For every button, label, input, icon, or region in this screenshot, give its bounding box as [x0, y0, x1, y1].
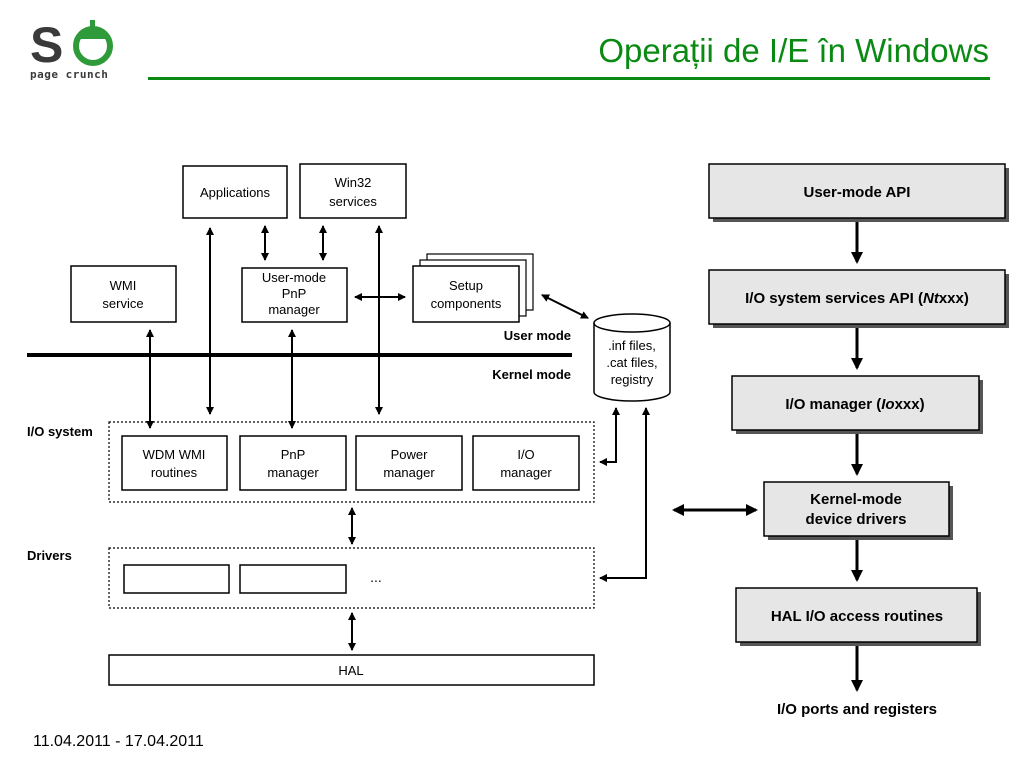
left-arrows [146, 225, 650, 651]
driver-slot-2 [239, 564, 347, 594]
arrow-drivers-inf [599, 407, 650, 582]
usermode-pnp-box: User-mode PnP manager [241, 267, 348, 323]
kernel-drivers-box [763, 481, 950, 537]
io-system-container [108, 421, 595, 503]
wdm-wmi-box: WDM WMI routines [121, 435, 228, 491]
usermode-pnp-line1: User-mode [262, 270, 326, 285]
setup-components-line1: Setup [449, 278, 483, 293]
inf-store-line3: registry [611, 372, 654, 387]
user-mode-label: User mode [504, 328, 571, 343]
setup-components-stack: Setup components [412, 253, 534, 323]
ports-registers-label: I/O ports and registers [777, 701, 937, 718]
power-manager-line2: manager [383, 465, 435, 480]
kernel-drivers-line1: Kernel-mode [810, 491, 902, 508]
hal-box: HAL [108, 654, 595, 686]
hal-routines-label: HAL I/O access routines [771, 608, 943, 625]
io-manager-api-box [731, 375, 980, 431]
setup-components-line2: components [431, 296, 502, 311]
arrow-setup-inf [541, 294, 589, 319]
wmi-service-line2: service [102, 296, 143, 311]
pnp-manager-line2: manager [267, 465, 319, 480]
driver-slot-1 [123, 564, 230, 594]
inf-store-line2: .cat files, [606, 355, 657, 370]
wmi-service-box: WMI service [70, 265, 177, 323]
arrow-io-inf [599, 407, 620, 466]
user-mode-api-label: User-mode API [804, 184, 911, 201]
io-system-label: I/O system [27, 424, 93, 439]
applications-label: Applications [200, 185, 271, 200]
page-title: Operații de I/E în Windows [598, 32, 989, 69]
win32-services-line1: Win32 [335, 175, 372, 190]
power-manager-line1: Power [391, 447, 429, 462]
io-manager-line2: manager [500, 465, 552, 480]
footer-date: 11.04.2011 - 17.04.2011 [33, 733, 204, 750]
hal-routines-box [735, 587, 978, 643]
pnp-manager-box: PnP manager [239, 435, 347, 491]
title-underline [148, 77, 990, 80]
io-services-api-label: I/O system services API (Ntxxx) [745, 290, 969, 307]
io-services-api-box [708, 269, 1006, 325]
kernel-drivers-line2: device drivers [806, 511, 907, 528]
inf-store-line1: .inf files, [608, 338, 656, 353]
wdm-wmi-line1: WDM WMI [143, 447, 206, 462]
svg-text:S: S [30, 17, 63, 73]
wdm-wmi-line2: routines [151, 465, 198, 480]
io-manager-line1: I/O [517, 447, 534, 462]
drivers-ellipsis: ... [370, 569, 382, 585]
kernel-mode-label: Kernel mode [492, 367, 571, 382]
user-mode-api-box [708, 163, 1006, 219]
drivers-label: Drivers [27, 548, 72, 563]
so-acorn-logo: S [28, 12, 123, 87]
io-manager-api-label: I/O manager (Ioxxx) [785, 396, 924, 413]
win32-services-line2: services [329, 194, 377, 209]
hal-label: HAL [338, 663, 363, 678]
power-manager-box: Power manager [355, 435, 463, 491]
usermode-pnp-line2: PnP [282, 286, 307, 301]
logo-text: page crunch [30, 68, 109, 81]
io-manager-box: I/O manager [472, 435, 580, 491]
pnp-manager-line1: PnP [281, 447, 306, 462]
right-boxes: User-mode API I/O system services API (N… [708, 163, 1009, 718]
drivers-container [108, 547, 595, 609]
usermode-pnp-line3: manager [268, 302, 320, 317]
wmi-service-line1: WMI [110, 278, 137, 293]
right-arrows [672, 222, 863, 692]
applications-box: Applications [182, 165, 288, 219]
inf-files-cylinder: .inf files, .cat files, registry [593, 313, 671, 402]
win32-services-box: Win32 services [299, 163, 407, 219]
